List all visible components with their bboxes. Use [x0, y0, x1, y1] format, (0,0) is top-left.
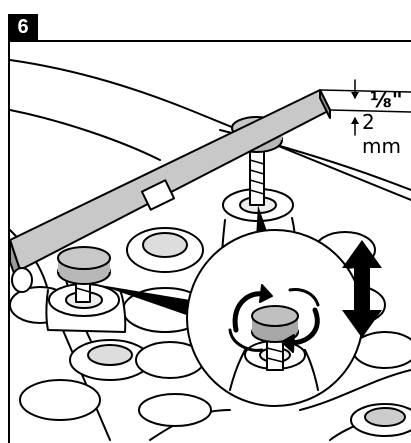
rotate-arrows-icon — [228, 284, 320, 353]
spirit-level — [9, 89, 411, 293]
leveling-foot-front — [45, 246, 127, 333]
step-number-badge: 6 — [8, 14, 38, 41]
magnifier-detail — [186, 229, 364, 407]
dimension-imperial: ⅛" — [370, 88, 403, 112]
dimension-metric: 2 mm — [362, 110, 401, 158]
up-down-arrow-icon — [342, 240, 382, 338]
dimension-marker — [351, 79, 359, 136]
